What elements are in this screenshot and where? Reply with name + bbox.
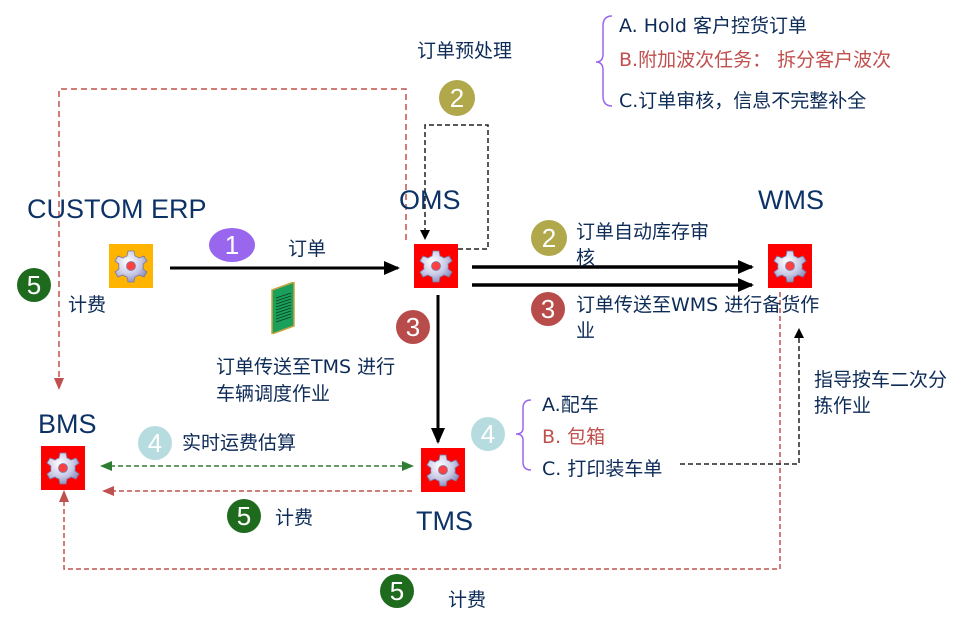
brace-tms	[515, 399, 532, 471]
step-badge-2-preprocess: 2	[439, 80, 475, 116]
billing-label-tms: 计费	[275, 507, 314, 529]
freight-estimate-label: 实时运费估算	[182, 432, 297, 454]
tms-item-a: A.配车	[542, 394, 599, 416]
billing-path-wms-bms	[59, 292, 781, 570]
bms-node[interactable]	[41, 446, 85, 490]
preprocess-item-a: A. Hold 客户控货订单	[619, 15, 808, 37]
erp-node[interactable]	[109, 244, 153, 288]
brace-preprocess	[595, 15, 613, 107]
gear-icon	[419, 250, 453, 283]
bms-title: BMS	[38, 409, 97, 439]
oms-title: OMS	[399, 185, 461, 215]
purchase-order-document-icon	[271, 282, 295, 334]
oms-node[interactable]	[414, 244, 458, 288]
gear-icon	[773, 250, 807, 283]
step-badge-5-wms: 5	[380, 574, 414, 608]
step-badge-3-tms: 3	[396, 310, 430, 344]
guide-picking-path	[680, 328, 804, 465]
preprocess-label: 订单预处理	[417, 40, 513, 62]
stock-check-label-line1: 订单自动库存审	[576, 221, 710, 243]
guide-label-line1: 指导按车二次分	[814, 369, 948, 391]
step-badge-4-freight: 4	[138, 426, 172, 460]
guide-label-line2: 拣作业	[814, 395, 872, 417]
preprocess-item-c: C.订单审核，信息不完整补全	[619, 90, 867, 112]
billing-label-erp: 计费	[68, 294, 107, 316]
tms-item-b: B. 包箱	[542, 426, 606, 448]
wms-title: WMS	[758, 185, 824, 215]
step-badge-4-tms: 4	[471, 417, 505, 451]
step-badge-5-tms: 5	[227, 499, 261, 533]
preprocess-item-b: B.附加波次任务： 拆分客户波次	[619, 49, 892, 71]
gear-icon	[114, 250, 148, 283]
step-badge-2-stock: 2	[531, 220, 567, 256]
preprocess-loop	[420, 124, 489, 250]
tms-item-c: C. 打印装车单	[542, 458, 663, 480]
order-label: 订单	[288, 238, 327, 260]
step-badge-5-erp: 5	[17, 268, 51, 302]
tms-node[interactable]	[421, 448, 465, 492]
billing-label-wms: 计费	[448, 589, 487, 611]
stock-check-label-line2: 核	[576, 247, 596, 269]
to-wms-label-line2: 业	[576, 320, 596, 342]
tms-title: TMS	[416, 506, 473, 536]
erp-title: CUSTOM ERP	[27, 194, 207, 224]
step-badge-3-wms: 3	[531, 292, 565, 326]
gear-icon	[46, 452, 80, 485]
wms-node[interactable]	[768, 244, 812, 288]
step-badge-1: 1	[209, 228, 255, 262]
billing-path-oms-bms	[54, 88, 407, 390]
gear-icon	[426, 454, 460, 487]
to-wms-label-line1: 订单传送至WMS 进行备货作	[576, 294, 820, 316]
to-tms-label-line2: 车辆调度作业	[216, 383, 331, 405]
to-tms-label-line1: 订单传送至TMS 进行	[216, 356, 396, 378]
